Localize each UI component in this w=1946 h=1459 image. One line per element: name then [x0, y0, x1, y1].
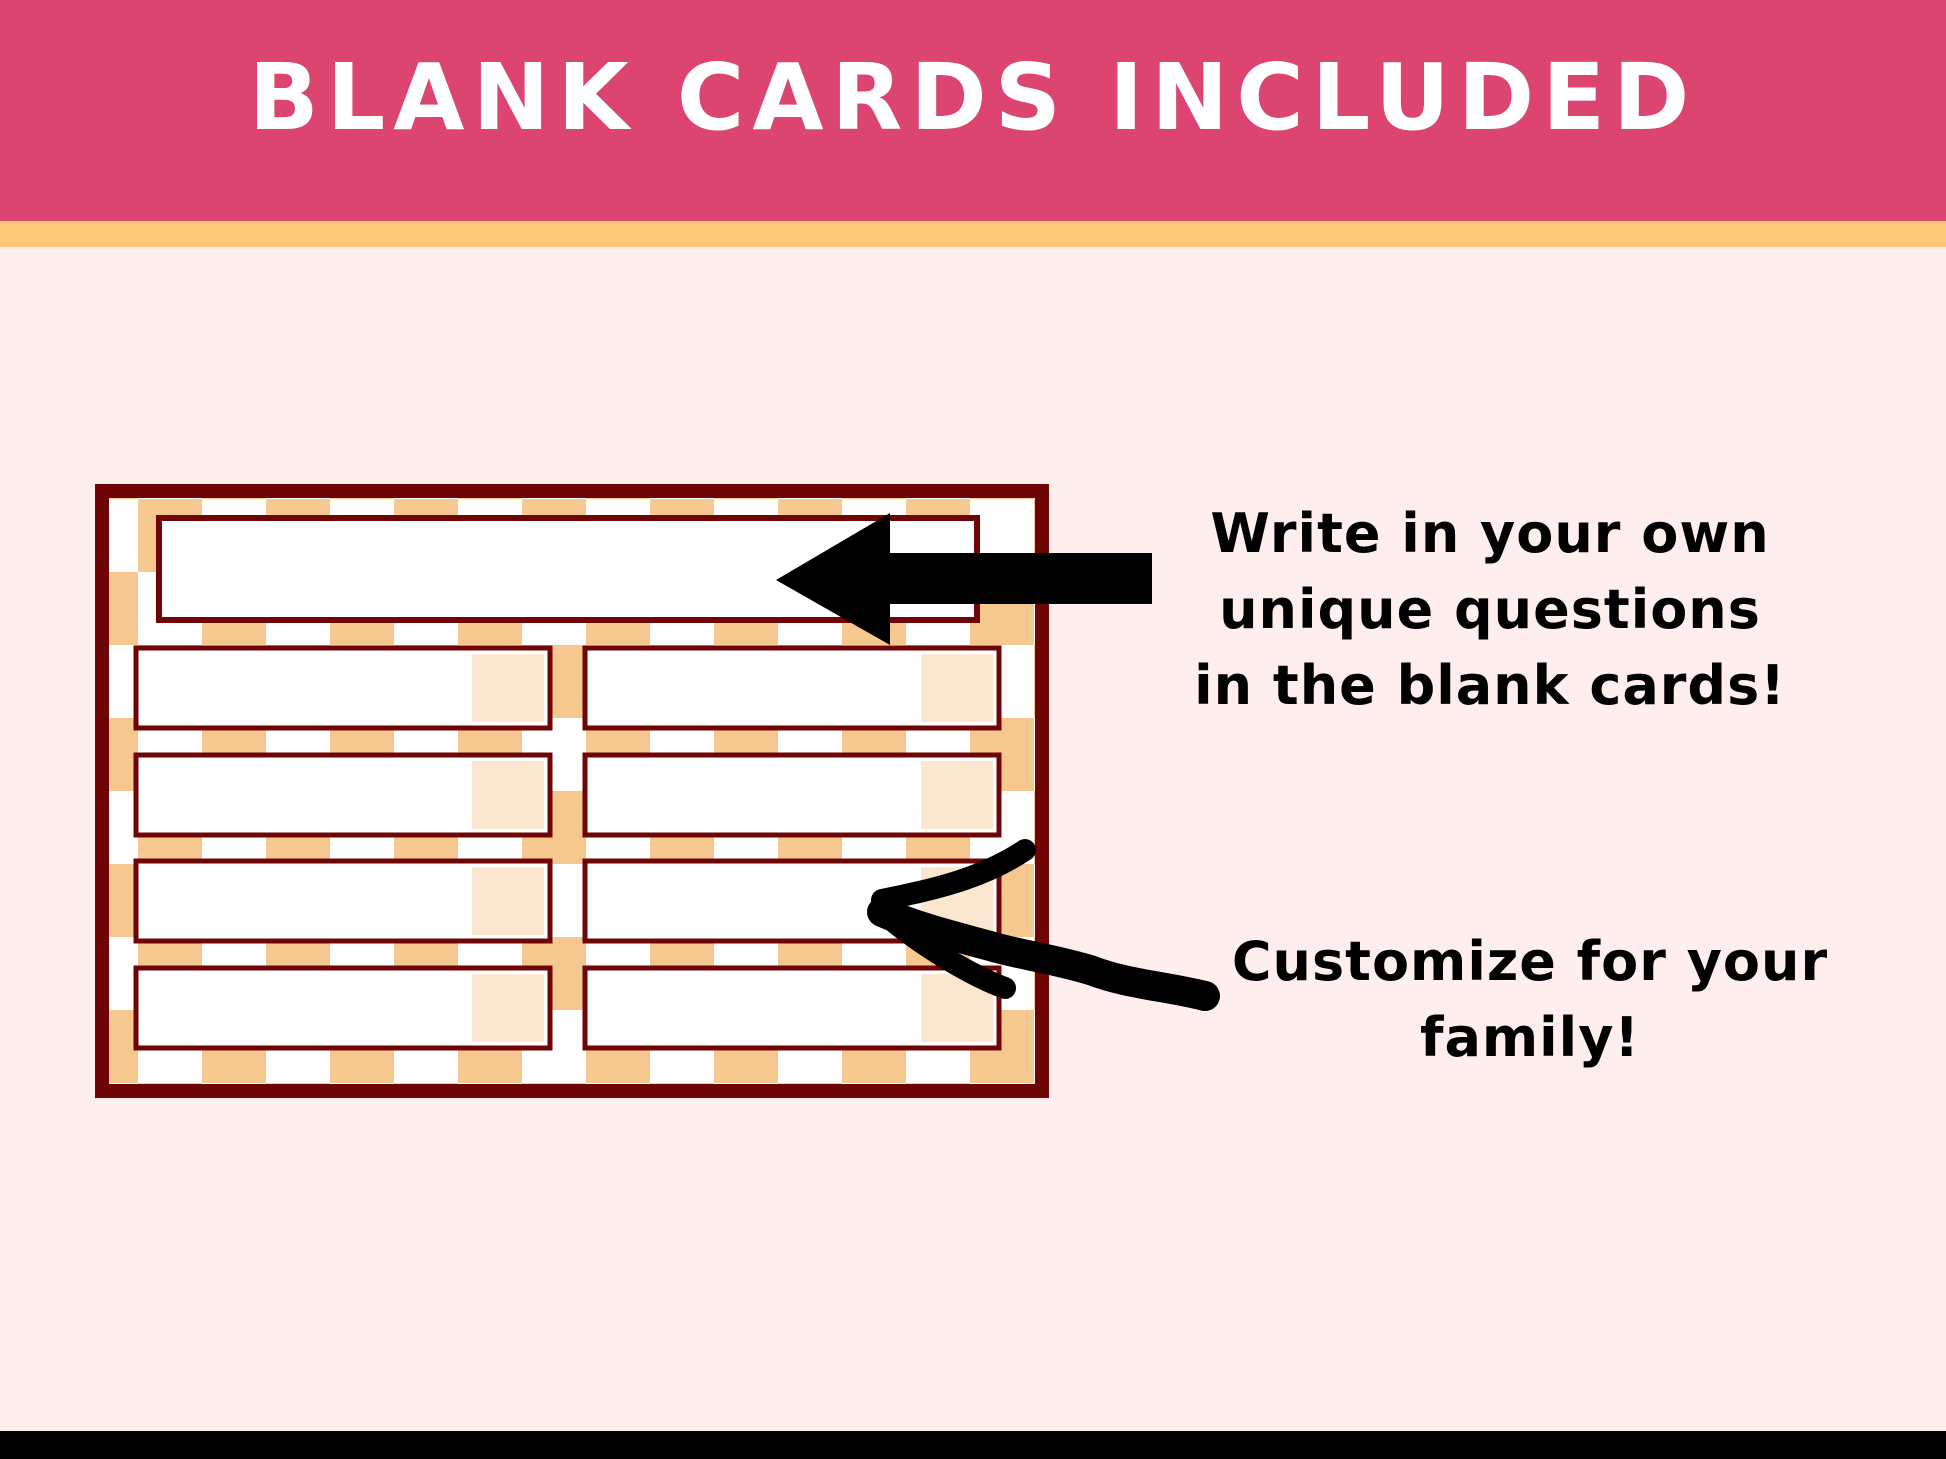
customize-caption: Customize for your family! [1231, 930, 1829, 1069]
card-accent-square [921, 761, 993, 829]
card-accent-square [472, 761, 544, 829]
straight-arrow-icon [776, 513, 1152, 645]
header-banner: BLANK CARDS INCLUDED [0, 0, 1946, 221]
card-accent-square [472, 654, 544, 722]
write-in-caption: Write in your own unique questions in th… [1194, 502, 1786, 717]
curved-arrow-icon [867, 839, 1220, 1011]
page-title: BLANK CARDS INCLUDED [248, 44, 1698, 151]
footer-bar [0, 1431, 1946, 1459]
card-accent-square [472, 974, 544, 1042]
card-accent-square [472, 867, 544, 935]
accent-stripe [0, 221, 1946, 247]
card-accent-square [921, 654, 993, 722]
